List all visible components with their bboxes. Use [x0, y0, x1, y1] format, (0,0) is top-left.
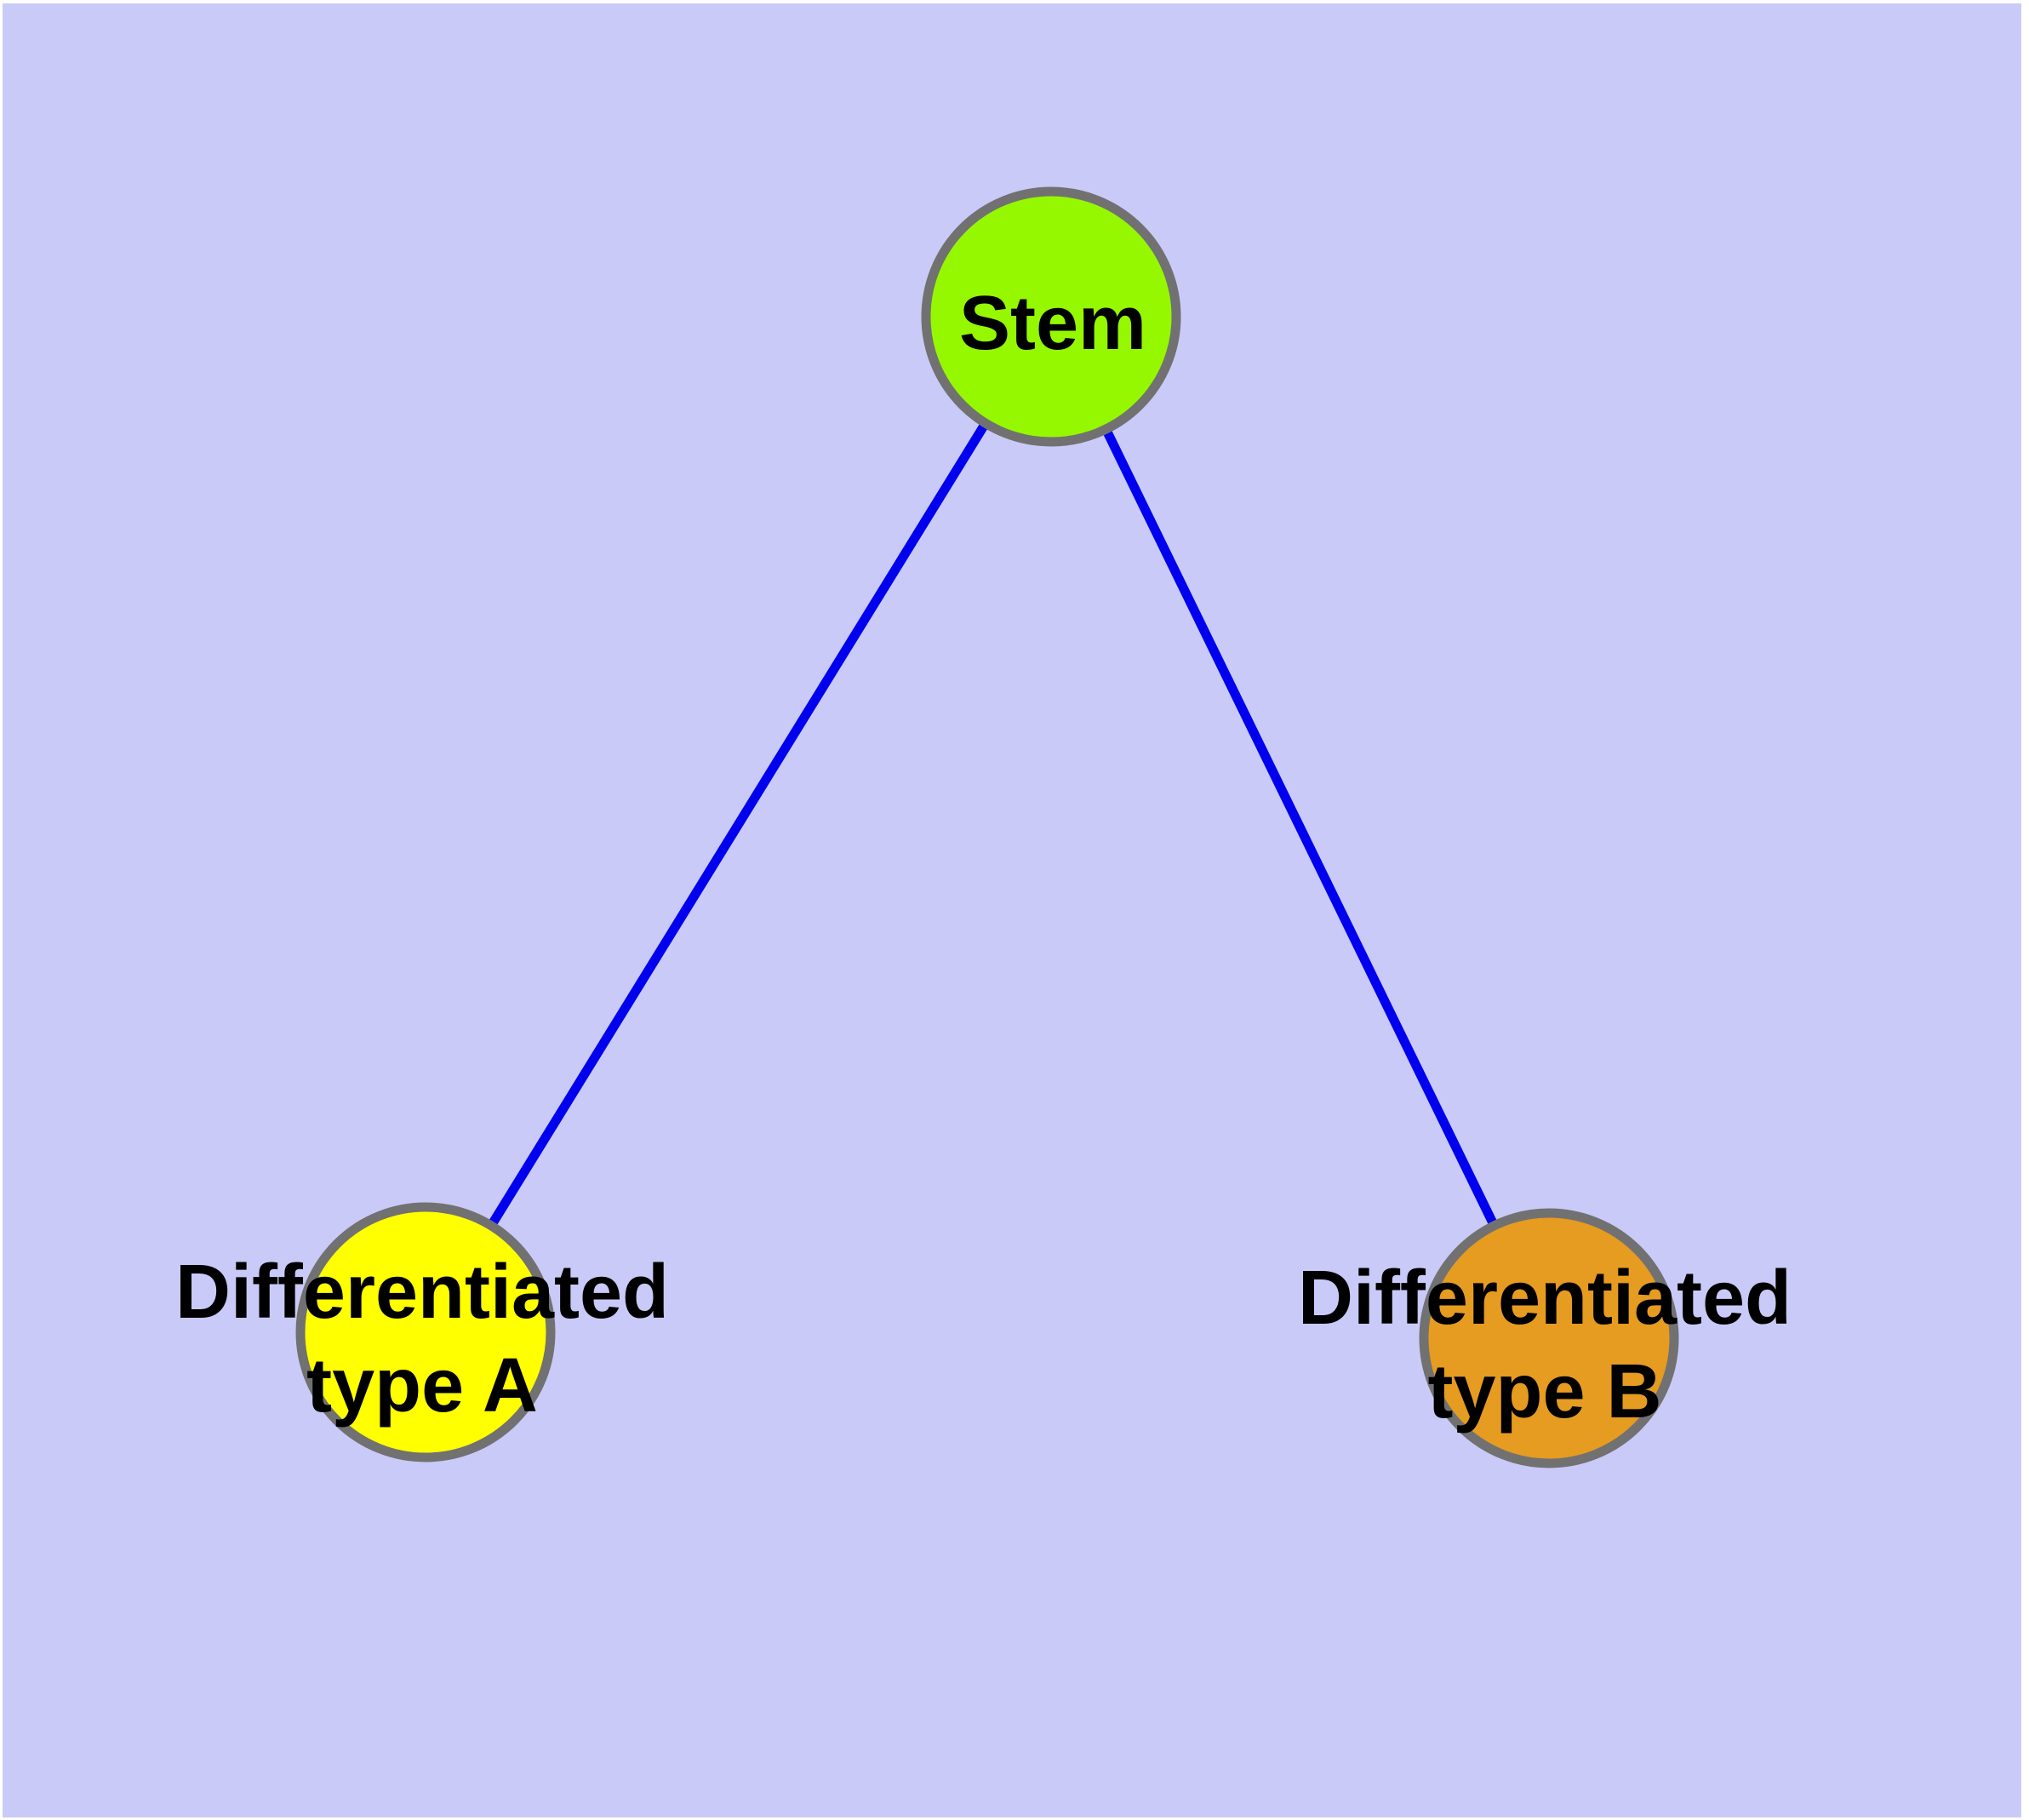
node-type-b-label-line2: type B: [1427, 1349, 1661, 1434]
node-stem-label: Stem: [959, 281, 1146, 366]
node-type-a-label-line2: type A: [306, 1343, 538, 1428]
node-stem: [921, 186, 1181, 447]
node-type-a-label-line1: Differentiated: [175, 1250, 669, 1335]
edge-stem-to-type-a: [421, 314, 1055, 1335]
edge-stem-to-type-b: [1047, 314, 1553, 1341]
node-differentiated-type-b: [1419, 1208, 1679, 1468]
node-type-b-label-line1: Differentiated: [1298, 1256, 1792, 1341]
node-differentiated-type-a: [295, 1202, 556, 1462]
